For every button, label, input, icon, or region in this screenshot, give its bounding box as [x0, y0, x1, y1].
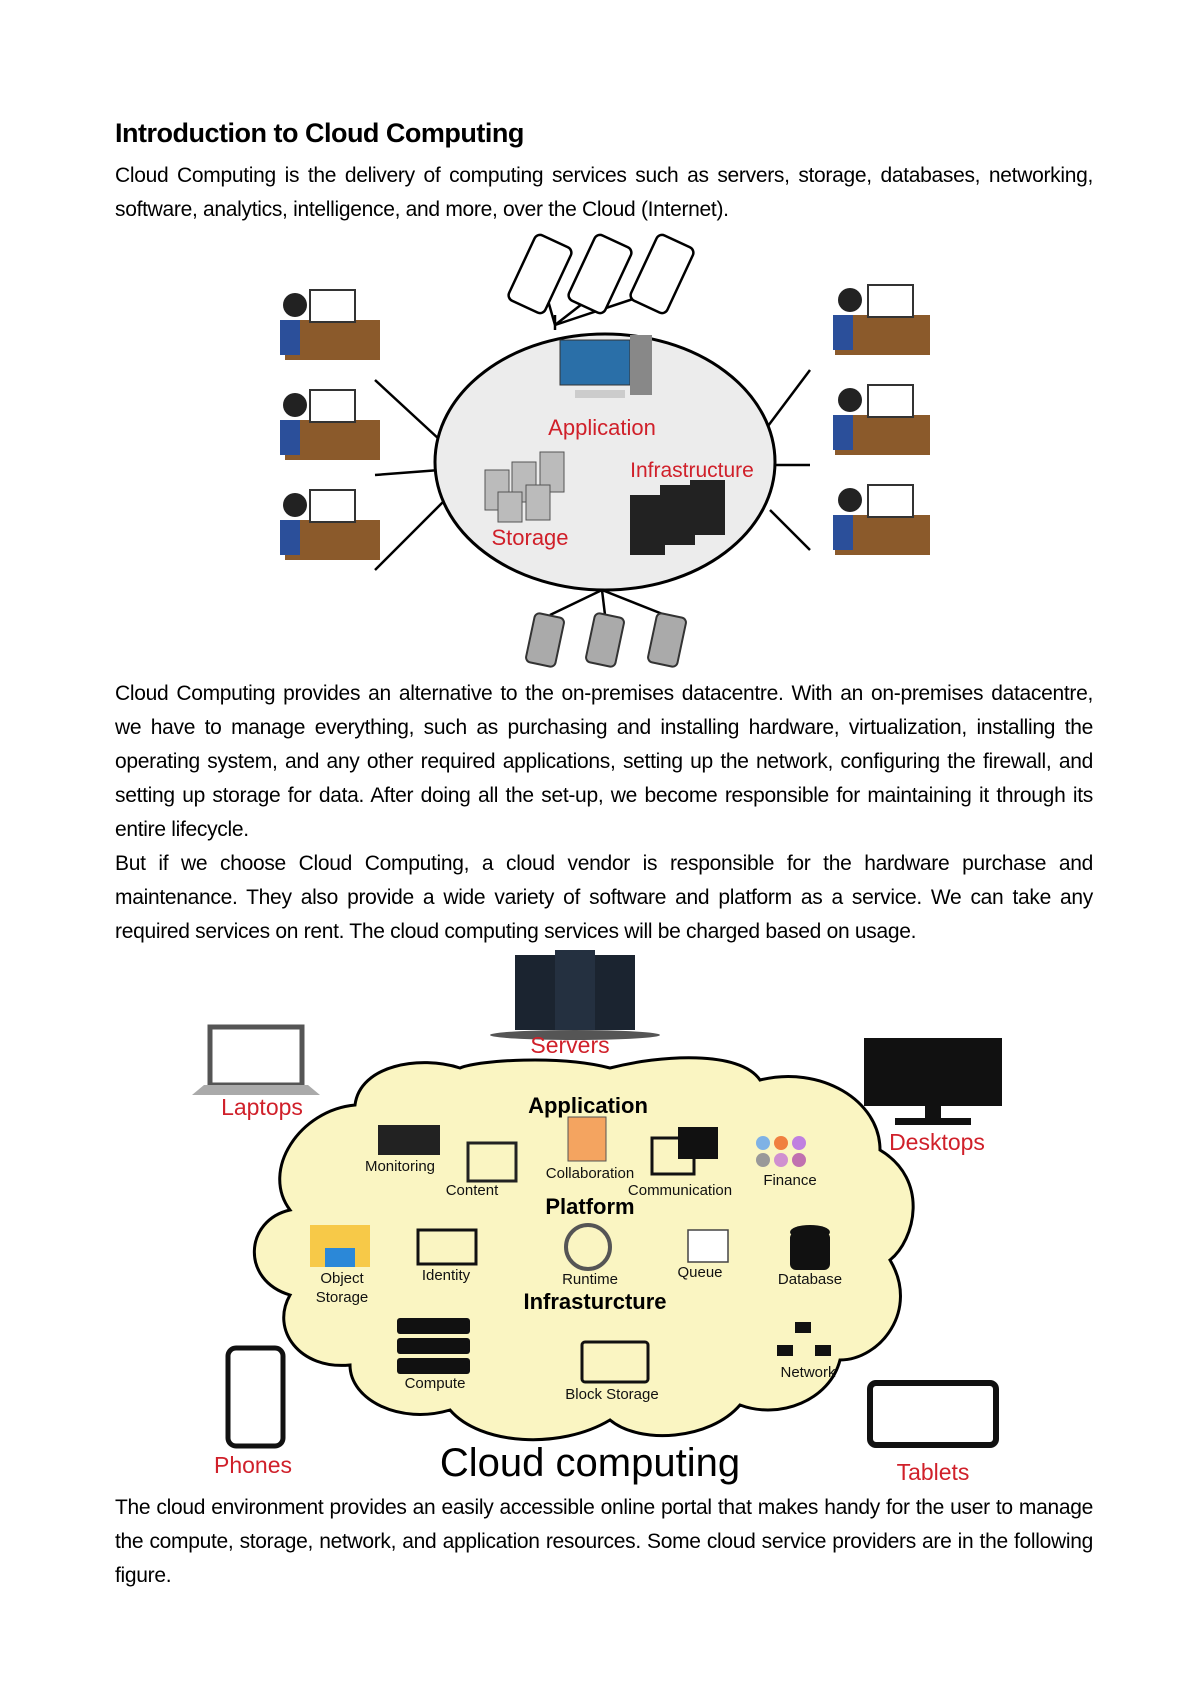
cloud-computing-caption: Cloud computing: [440, 1441, 740, 1485]
phone-icon: [225, 1345, 286, 1449]
database-icon: [790, 1225, 830, 1270]
application-label: Application: [548, 415, 656, 440]
identity-icon: [416, 1228, 478, 1266]
identity-label: Identity: [422, 1267, 471, 1284]
connector-lines: [374, 288, 811, 617]
queue-label: Queue: [677, 1264, 722, 1281]
finance-label: Finance: [763, 1172, 816, 1189]
monitoring-icon: [378, 1125, 440, 1155]
server-rack-icon: [630, 480, 725, 555]
desktop-monitor-icon: [864, 1038, 1002, 1125]
portal-text: The cloud environment provides an easily…: [115, 1496, 1093, 1587]
runtime-icon: [564, 1223, 612, 1271]
page-title: Introduction to Cloud Computing: [115, 118, 524, 148]
object-storage-label-line2: Storage: [316, 1289, 369, 1306]
tablets-label: Tablets: [897, 1459, 970, 1485]
cloud-users-diagram: Application Infrastructure Storage: [280, 233, 930, 668]
object-storage-label-line1: Object: [320, 1270, 364, 1287]
cloud-vendor-paragraph: But if we choose Cloud Computing, a clou…: [115, 852, 1093, 943]
intro-text: Cloud Computing is the delivery of compu…: [115, 164, 1093, 221]
servers-icon: [490, 950, 660, 1040]
phones-label: Phones: [214, 1452, 292, 1478]
desktops-label: Desktops: [889, 1129, 985, 1155]
application-section-label: Application: [528, 1093, 648, 1118]
user-workstation-icons: [280, 284, 930, 560]
tablet-icon: [867, 1380, 999, 1448]
platform-section-label: Platform: [545, 1194, 634, 1219]
laptop-icon: [192, 1024, 320, 1095]
storage-disks-icon: [484, 451, 565, 523]
compute-label: Compute: [405, 1375, 466, 1392]
finance-icon: [756, 1136, 806, 1167]
content-label: Content: [446, 1182, 499, 1199]
infrastructure-label: Infrastructure: [630, 459, 754, 482]
network-icon: [777, 1322, 831, 1356]
cloud-computing-diagram: Laptops Desktops Servers Application Pla…: [192, 950, 1002, 1485]
on-premises-paragraph: Cloud Computing provides an alternative …: [115, 682, 1093, 841]
mobile-phone-icons: [525, 612, 687, 668]
block-storage-label: Block Storage: [565, 1386, 658, 1403]
compute-icon: [397, 1318, 470, 1374]
queue-icon: [687, 1229, 729, 1263]
database-label: Database: [778, 1271, 842, 1288]
portal-paragraph: The cloud environment provides an easily…: [115, 1491, 1093, 1593]
collaboration-label: Collaboration: [546, 1165, 634, 1182]
servers-label: Servers: [530, 1032, 609, 1058]
block-storage-icon: [580, 1340, 650, 1384]
intro-paragraph: Cloud Computing is the delivery of compu…: [115, 159, 1093, 227]
monitoring-label: Monitoring: [365, 1158, 435, 1175]
tablet-icons: [507, 233, 695, 315]
infrastructure-section-label: Infrasturcture: [523, 1289, 666, 1314]
runtime-label: Runtime: [562, 1271, 618, 1288]
content-icon: [466, 1141, 518, 1183]
laptops-label: Laptops: [221, 1094, 303, 1120]
collaboration-icon: [567, 1116, 607, 1162]
storage-label: Storage: [491, 525, 568, 550]
network-label: Network: [780, 1364, 836, 1381]
communication-label: Communication: [628, 1182, 732, 1199]
desktop-computer-icon: [559, 335, 652, 398]
body-paragraphs: Cloud Computing provides an alternative …: [115, 677, 1093, 949]
